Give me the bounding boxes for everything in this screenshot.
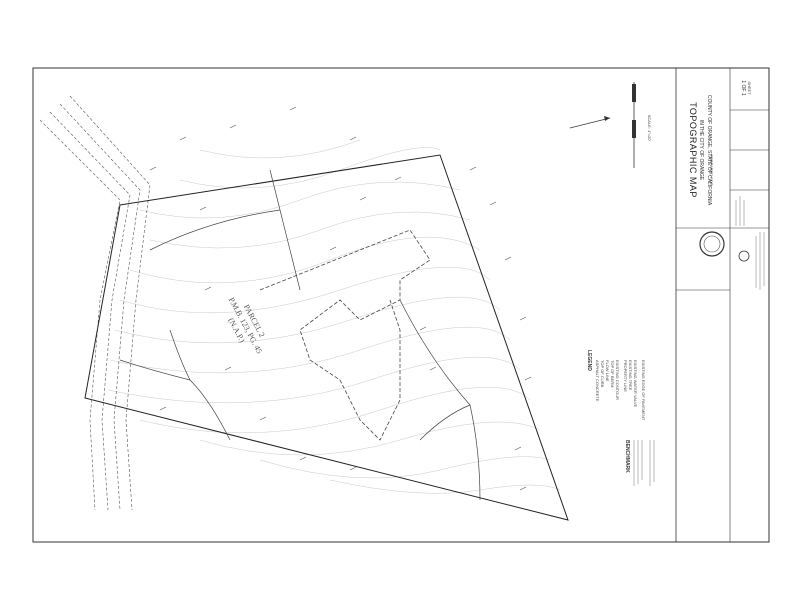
map-city: IN THE CITY OF ORANGE [698,120,704,181]
building-pad-outline [259,229,431,441]
property-boundary [84,154,569,521]
sheet-border [32,67,770,543]
map-county: COUNTY OF ORANGE, STATE OF CALIFORNIA [706,95,712,206]
title-fine-print [735,196,765,290]
legend-item: EXISTING WATER VALVE [633,360,638,408]
drainage-lines [119,169,481,501]
legend-item: PROPERTY LINE [623,360,628,392]
legend-heading: LEGEND [586,350,592,371]
scale-bar: SCALE: 1"=20' [632,82,652,168]
sheet-number: 1 OF 1 [740,80,746,96]
street-edges [39,95,151,511]
north-arrow-icon [569,116,611,129]
spot-elevations [149,106,532,491]
benchmark-notes: BENCHMARK [624,440,655,486]
surveyor-seal-icon [699,231,725,257]
legend-item: FLOW LINE [605,360,610,382]
svg-text:BENCHMARK: BENCHMARK [624,440,630,473]
legend-item: TOP OF BERM [610,360,615,387]
legend-item: EXISTING EDGE OF PAVEMENT [641,360,646,421]
parcel-label: PARCEL 2 P.M.B. 123, PG. 45 (N.A.P.) [226,296,266,355]
prepared-for-label: PREPARED FOR [709,154,714,185]
legend: LEGEND ASPHALT CONCRETE TOP OF CURB FLOW… [586,350,646,421]
svg-text:SCALE: 1"=20': SCALE: 1"=20' [647,115,652,142]
legend-item: EXISTING CONTOUR [615,360,620,400]
legend-item: EXISTING TREE [628,360,633,391]
map-title: TOPOGRAPHIC MAP [688,102,698,198]
contour-lines [107,139,561,494]
legend-item: TOP OF CURB [600,360,605,388]
title-block: TOPOGRAPHIC MAP IN THE CITY OF ORANGE CO… [675,68,769,542]
legend-item: ASPHALT CONCRETE [595,360,600,402]
company-logo-icon [738,250,750,262]
sheet-label: SHEET [747,81,752,95]
